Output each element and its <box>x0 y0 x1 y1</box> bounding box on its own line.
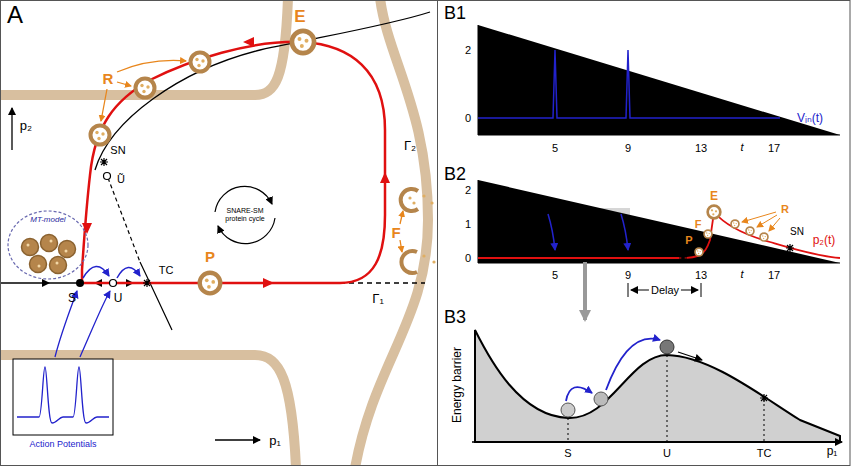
point-label: S <box>564 448 571 459</box>
point-label: U <box>114 292 123 304</box>
tick-label: 0 <box>465 113 471 124</box>
state-label: P <box>205 249 215 264</box>
state-label: R <box>781 204 789 215</box>
point-label: SN <box>110 145 125 156</box>
point-label: TC <box>664 242 677 252</box>
orbit-label: Γ₁ <box>372 292 384 305</box>
tick-label: 13 <box>695 270 707 281</box>
tick-label: 0 <box>465 253 471 264</box>
signal-name: p₂(t) <box>813 234 836 246</box>
state-label: R <box>103 71 114 86</box>
action-potential-inset: Action Potentials <box>11 357 115 453</box>
tick-label: 5 <box>552 143 558 154</box>
cycle-label: SNARE-SM protein cycle <box>219 207 271 223</box>
panel-letter: A <box>7 3 23 27</box>
node-label: Action Potentials <box>29 440 96 449</box>
tick-label: 2 <box>465 185 471 196</box>
axis-label: Energy barrier <box>451 347 463 423</box>
point-label: Ũ <box>117 174 125 185</box>
state-label: P <box>685 235 692 246</box>
point-label: TC <box>757 448 772 459</box>
axis-label: p₁ <box>827 445 838 457</box>
interval-label: Delay <box>649 285 681 296</box>
tick-label: t <box>740 142 743 153</box>
state-label: F <box>695 219 702 230</box>
tick-label: t <box>740 269 743 280</box>
tick-label: 1 <box>465 219 471 230</box>
tick-label: 2 <box>465 45 471 56</box>
model-ellipse: MT-model <box>6 209 90 281</box>
point-label: S <box>68 292 76 304</box>
tick-label: 17 <box>768 270 780 281</box>
tick-label: 13 <box>695 143 707 154</box>
signal-name: Vᵢₙ(t) <box>797 112 823 124</box>
axis-label: p₁ <box>269 434 281 447</box>
point-label: SN <box>790 227 804 237</box>
tick-label: 9 <box>625 270 631 281</box>
tick-label: 5 <box>552 270 558 281</box>
orbit-label: Γ₂ <box>404 139 416 152</box>
panel-letter: B1 <box>444 4 466 22</box>
panel-letter: B2 <box>444 165 466 183</box>
tick-label: 9 <box>625 143 631 154</box>
panel-letter: B3 <box>444 308 466 326</box>
point-label: U <box>663 448 671 459</box>
state-label: E <box>710 190 718 202</box>
panel-frame: A MT-modelAction Potentials <box>0 0 438 466</box>
point-label: TC <box>159 265 174 276</box>
node-label: MT-model <box>30 216 65 224</box>
state-label: E <box>294 8 305 25</box>
state-label: F <box>391 225 400 240</box>
tick-label: 17 <box>768 143 780 154</box>
axis-label: p₂ <box>20 119 32 132</box>
